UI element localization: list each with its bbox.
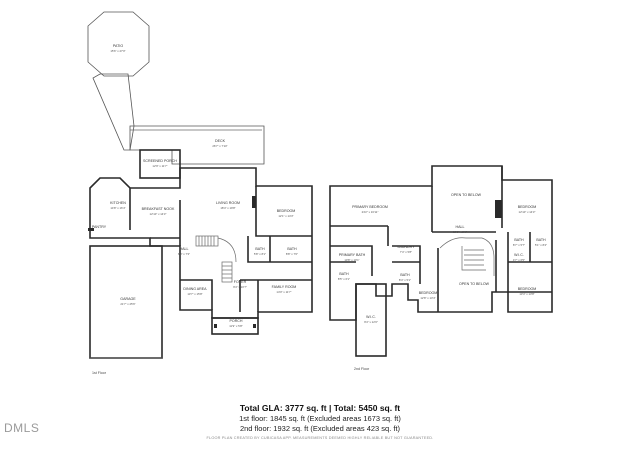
bath-d-dims: 5'1" x 8'4" (535, 243, 547, 247)
garage-dims: 21'7" x 25'6" (120, 302, 135, 306)
open-to-below-mid-label: OPEN TO BELOW (459, 282, 490, 286)
fireplace-icon (252, 196, 256, 208)
screened-porch-outline (139, 149, 181, 179)
living-room-label: LIVING ROOM (216, 201, 240, 205)
breakfast-dims: 12'10" x 14'3" (150, 212, 167, 216)
patio-walkway (92, 73, 135, 151)
porch-dims: 11'9" x 5'8" (229, 324, 243, 328)
first-floor-plan: PATIO 15'6" x 27'0" DECK 26'7" x 7'10" S… (87, 11, 313, 375)
bedroom-se-label: BEDROOM (518, 287, 537, 291)
first-floor-interior-walls (129, 186, 312, 312)
front-porch-outline (211, 317, 259, 335)
primary-bedroom-dims: 23'2" x 16'11" (362, 210, 379, 214)
bath-b-label: BATH (400, 273, 410, 277)
wic-label: W.I.C. (366, 315, 376, 319)
deck-label: DECK (215, 139, 226, 143)
wic-e-dims: 4'7" x 6'5" (513, 258, 525, 262)
bedroom-ne-label: BEDROOM (518, 205, 537, 209)
bath2-dims: 8'8" x 7'0" (286, 252, 298, 256)
pantry-label: PANTRY (92, 225, 107, 229)
foyer-dims: 9'4" x 10'7" (233, 285, 247, 289)
bath-c-dims: 8'7" x 5'7" (513, 243, 525, 247)
hall-dims: 6'4" x 7'3" (178, 252, 190, 256)
disclaimer-note: FLOOR PLAN CREATED BY CUBICASA APP. MEAS… (206, 436, 434, 440)
second-floor-stair-opening (439, 237, 495, 276)
porch-column (253, 324, 256, 328)
pantry-marker (88, 228, 94, 231)
bath-c-label: BATH (514, 238, 524, 242)
hall-label: HALL (180, 247, 189, 251)
patio-label: PATIO (113, 44, 123, 48)
laundry-label: LAUNDRY (397, 245, 415, 249)
bath-b-dims: 8'4" x 5'1" (399, 278, 411, 282)
mls-watermark: DMLS (4, 421, 40, 435)
bedroom-dims: 12'1" x 14'3" (278, 214, 293, 218)
breakfast-label: BREAKFAST NOOK (142, 207, 175, 211)
bath2-label: BATH (287, 247, 297, 251)
bath1-label: BATH (255, 247, 265, 251)
bath-a-label: BATH (339, 272, 349, 276)
porch-label: PORCH (230, 319, 243, 323)
bedroom-ne-dims: 12'10" x 14'3" (519, 210, 536, 214)
garage-label: GARAGE (120, 297, 136, 301)
second-floor-plan: PRIMARY BEDROOM 23'2" x 16'11" OPEN TO B… (329, 165, 553, 371)
kitchen-dims: 14'8" x 16'4" (110, 206, 125, 210)
dining-area-label: DINING AREA (183, 287, 207, 291)
bath1-dims: 5'8" x 8'1" (254, 252, 266, 256)
foyer-label: FOYER (234, 280, 247, 284)
bedroom-se-dims: 13'4" x 13'8" (519, 292, 534, 296)
patio-dims: 15'6" x 27'0" (110, 49, 125, 53)
wic-dims: 9'4" x 12'0" (364, 320, 378, 324)
bath-d-label: BATH (536, 238, 546, 242)
deck-outline (129, 125, 265, 165)
wic-e-label: W.I.C. (514, 253, 524, 257)
second-floor-label: 2nd Floor (354, 367, 370, 371)
living-room-dims: 18'4" x 19'8" (220, 206, 235, 210)
first-floor-stairs (195, 235, 237, 283)
kitchen-label: KITCHEN (110, 201, 126, 205)
family-room-dims: 14'0" x 11'7" (276, 290, 291, 294)
patio-outline (87, 11, 150, 77)
open-to-below-top-label: OPEN TO BELOW (451, 193, 482, 197)
wic-outline (355, 283, 387, 357)
family-room-label: FAMILY ROOM (272, 285, 297, 289)
first-floor-label: 1st Floor (92, 371, 107, 375)
bath-a-dims: 8'5" x 6'1" (338, 277, 350, 281)
closet-shade (495, 200, 502, 218)
deck-dims: 26'7" x 7'10" (212, 144, 227, 148)
primary-bath-label: PRIMARY BATH (339, 253, 366, 257)
bedroom-label: BEDROOM (277, 209, 296, 213)
second-floor-area: 2nd floor: 1932 sq. ft (Excluded areas 4… (239, 424, 401, 433)
screened-porch-label: SCREENED PORCH (143, 159, 177, 163)
laundry-dims: 7'4" x 5'8" (400, 250, 412, 254)
bedroom-sw-label: BEDROOM (419, 291, 438, 295)
second-floor-interior-walls (330, 166, 552, 312)
primary-bedroom-label: PRIMARY BEDROOM (352, 205, 388, 209)
hall-2-dims: 23'0" x 5'6" (453, 230, 467, 234)
first-floor-area: 1st floor: 1845 sq. ft (Excluded areas 1… (239, 414, 401, 423)
total-area-summary: Total GLA: 3777 sq. ft | Total: 5450 sq.… (239, 403, 401, 413)
hall-2-label: HALL (456, 225, 465, 229)
bedroom-sw-dims: 12'8" x 13'4" (420, 296, 435, 300)
screened-porch-dims: 12'9" x 11'7" (152, 164, 167, 168)
primary-bath-dims: 10'8" x 10'1" (344, 258, 359, 262)
porch-column (214, 324, 217, 328)
dining-area-dims: 13'7" x 15'8" (187, 292, 202, 296)
